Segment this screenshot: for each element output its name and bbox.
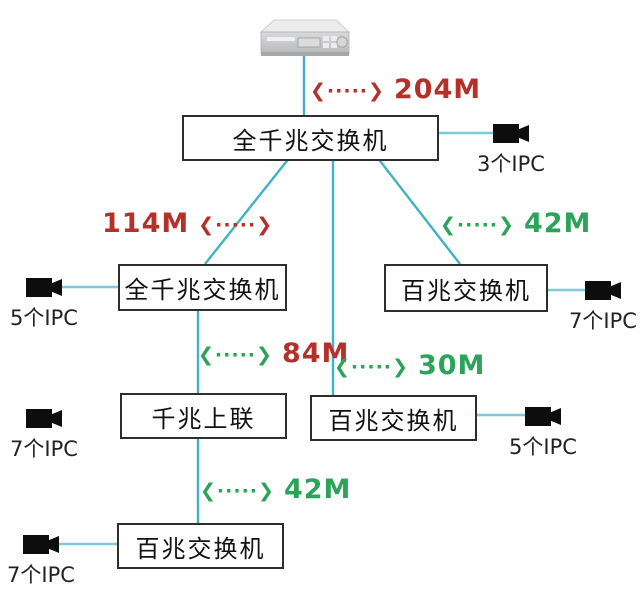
camera-count-label: 3个IPC	[477, 152, 545, 176]
bandwidth-uplink-link: ❮·····❯ 84M	[198, 338, 349, 369]
switch-uplink-gigabit: 千兆上联	[120, 393, 287, 439]
double-arrow-icon: ❮·····❯	[310, 79, 385, 102]
double-arrow-icon: ❮·····❯	[334, 355, 409, 378]
camera-lower-left: 7个IPC	[4, 409, 84, 463]
double-arrow-icon: ❮·····❯	[198, 343, 273, 366]
nvr-icon	[259, 19, 351, 56]
camera-top-right: 3个IPC	[471, 124, 551, 178]
bandwidth-value: 114M	[102, 208, 190, 239]
bandwidth-right-branch: ❮·····❯ 42M	[440, 208, 591, 239]
bandwidth-value: 30M	[417, 350, 486, 381]
switch-top-gigabit: 全千兆交换机	[182, 115, 439, 161]
switch-label: 千兆上联	[151, 404, 256, 433]
camera-count-label: 5个IPC	[509, 435, 577, 459]
ipc-camera-icon	[493, 124, 529, 143]
switch-label: 百兆交换机	[328, 406, 459, 435]
link-top-left-switch	[204, 156, 291, 265]
bandwidth-right-lower-link: ❮·····❯ 30M	[334, 350, 485, 381]
double-arrow-icon: ❮·····❯	[200, 479, 275, 502]
double-arrow-icon: ❮·····❯	[198, 213, 274, 236]
ipc-camera-icon	[26, 409, 62, 428]
camera-lower-right: 5个IPC	[503, 407, 583, 461]
camera-count-label: 7个IPC	[569, 309, 637, 333]
bandwidth-value: 204M	[393, 74, 482, 105]
ipc-camera-icon	[525, 407, 561, 426]
switch-label: 全千兆交换机	[124, 276, 281, 304]
switch-label: 全千兆交换机	[232, 126, 389, 155]
link-top-rightupper-switch	[376, 156, 461, 265]
bandwidth-bottom-link: ❮·····❯ 42M	[200, 474, 351, 505]
ipc-camera-icon	[585, 281, 621, 300]
switch-label: 百兆交换机	[401, 276, 531, 305]
double-arrow-icon: ❮·····❯	[440, 213, 515, 236]
camera-count-label: 5个IPC	[10, 306, 78, 330]
camera-mid-right: 7个IPC	[563, 281, 640, 335]
bandwidth-value: 84M	[281, 338, 350, 369]
camera-count-label: 7个IPC	[7, 563, 75, 587]
bandwidth-server-link: ❮·····❯ 204M	[310, 74, 481, 105]
switch-left-gigabit: 全千兆交换机	[118, 264, 287, 311]
switch-bottom-100m: 百兆交换机	[117, 523, 284, 569]
ipc-camera-icon	[26, 278, 62, 297]
ipc-camera-icon	[23, 535, 59, 554]
switch-right-upper-100m: 百兆交换机	[384, 264, 548, 312]
switch-label: 百兆交换机	[135, 534, 266, 563]
bandwidth-left-branch: 114M ❮·····❯	[102, 208, 273, 239]
camera-count-label: 7个IPC	[10, 437, 78, 461]
camera-bottom-left: 7个IPC	[1, 535, 81, 589]
switch-right-lower-100m: 百兆交换机	[310, 395, 477, 441]
bandwidth-value: 42M	[523, 208, 592, 239]
bandwidth-value: 42M	[283, 474, 352, 505]
camera-mid-left: 5个IPC	[4, 278, 84, 332]
